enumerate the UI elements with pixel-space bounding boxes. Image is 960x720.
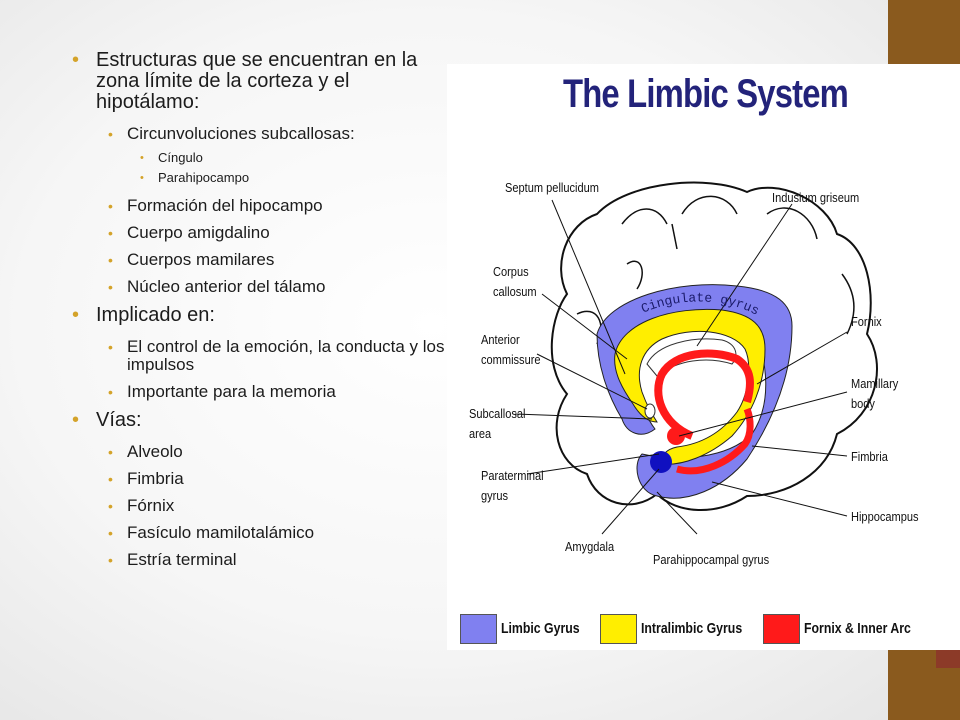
label-mamillary-body: Mamillary body xyxy=(851,376,899,411)
gyrus-fold xyxy=(766,207,818,240)
intralimbic-gyrus xyxy=(614,308,766,465)
fornix-arc xyxy=(654,349,754,440)
label-anterior-commissure: Anterior commissure xyxy=(481,332,541,367)
label-fornix: Fornix xyxy=(851,314,882,329)
sub-bullet: Alveolo xyxy=(96,443,450,462)
bullet-involved: Implicado en: El control de la emoción, … xyxy=(60,304,450,402)
sub-bullet: Estría terminal xyxy=(96,551,450,570)
legend-label-fornix: Fornix & Inner Arc xyxy=(804,620,911,637)
gyrus-fold xyxy=(681,195,738,215)
sub-sub-bullet: Parahipocampo xyxy=(127,171,450,186)
gyrus-fold xyxy=(671,223,678,250)
legend-swatch-limbic xyxy=(460,614,497,644)
legend-label-intralimbic: Intralimbic Gyrus xyxy=(641,620,743,637)
sub-bullet: Cuerpo amigdalino xyxy=(96,224,450,243)
label-parahippocampal-gyrus: Parahippocampal gyrus xyxy=(653,552,770,567)
sub-bullet: Fasículo mamilotalámico xyxy=(96,524,450,543)
amygdala-shape xyxy=(650,451,672,473)
bullet-text: Estructuras que se encuentran en la zona… xyxy=(96,49,418,113)
legend-label-limbic: Limbic Gyrus xyxy=(501,620,580,637)
limbic-system-figure: The Limbic System xyxy=(447,64,960,650)
sub-bullet: Cuerpos mamilares xyxy=(96,251,450,270)
bullet-list: Estructuras que se encuentran en la zona… xyxy=(60,50,450,578)
brain-diagram: Cingulate gyrus xyxy=(514,181,878,535)
anterior-commissure-shape xyxy=(644,403,656,419)
bullet-structures: Estructuras que se encuentran en la zona… xyxy=(60,49,450,297)
sub-bullet: Núcleo anterior del tálamo xyxy=(96,278,450,297)
gyrus-fold xyxy=(626,260,643,290)
sub-bullet: El control de la emoción, la conducta y … xyxy=(96,338,450,374)
label-septum-pellucidum: Septum pellucidum xyxy=(505,180,599,195)
label-fimbria: Fimbria xyxy=(851,449,888,464)
fimbria-arc xyxy=(676,407,754,475)
sub-bullet: Circunvoluciones subcallosas: Cíngulo Pa… xyxy=(96,124,450,186)
mamillary-body-shape xyxy=(667,427,685,445)
label-paraterminal-gyrus: Paraterminal gyrus xyxy=(481,468,544,503)
label-hippocampus: Hippocampus xyxy=(851,509,919,524)
gyrus-fold xyxy=(841,273,855,335)
brain-outline xyxy=(550,181,878,512)
sub-bullet: Fórnix xyxy=(96,497,450,516)
bullet-text: Circunvoluciones subcallosas: xyxy=(127,124,355,143)
bullet-pathways: Vías: Alveolo Fimbria Fórnix Fasículo ma… xyxy=(60,409,450,570)
label-subcallosal-area: Subcallosal area xyxy=(469,406,526,441)
bullet-text: Implicado en: xyxy=(96,304,215,326)
sub-sub-bullet: Cíngulo xyxy=(127,151,450,166)
legend-swatch-fornix xyxy=(763,614,800,644)
leader-lines xyxy=(514,199,848,535)
gyrus-fold xyxy=(621,208,668,225)
label-amygdala: Amygdala xyxy=(565,539,615,554)
label-indusium-griseum: Indusium griseum xyxy=(772,190,860,205)
sub-bullet: Fimbria xyxy=(96,470,450,489)
bullet-text: Vías: xyxy=(96,409,142,431)
legend-swatch-intralimbic xyxy=(600,614,637,644)
label-corpus-callosum: Corpus callosum xyxy=(493,264,537,299)
sub-bullet: Formación del hipocampo xyxy=(96,197,450,216)
figure-title: The Limbic System xyxy=(562,72,849,116)
sub-bullet: Importante para la memoria xyxy=(96,383,450,402)
